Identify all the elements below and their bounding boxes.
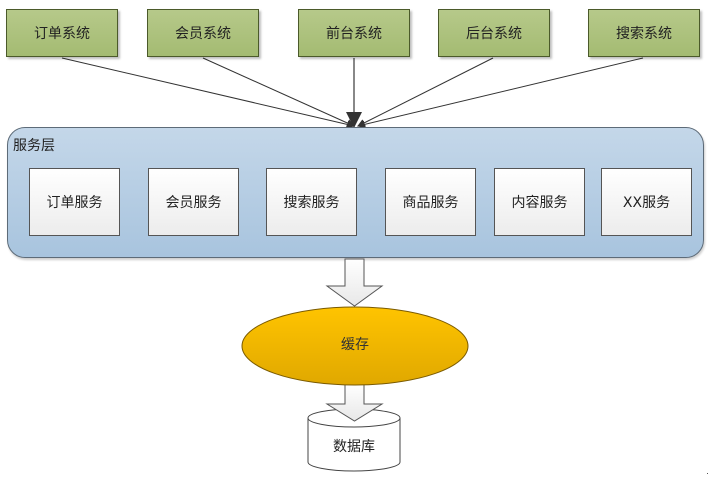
service-label: 搜索服务 (283, 195, 340, 211)
service-content: 内容服务 (494, 168, 585, 236)
service-member: 会员服务 (148, 168, 239, 236)
cache-label: 缓存 (341, 337, 369, 353)
system-frontend: 前台系统 (298, 9, 410, 57)
system-label: 前台系统 (326, 26, 382, 42)
service-label: 会员服务 (165, 195, 222, 211)
database-label: 数据库 (333, 439, 375, 455)
cache-shape (241, 306, 469, 386)
service-search: 搜索服务 (266, 168, 357, 236)
system-label: 会员系统 (175, 26, 231, 42)
connector-search-system (357, 57, 644, 129)
service-product: 商品服务 (385, 168, 476, 236)
service-label: 订单服务 (46, 195, 103, 211)
system-search: 搜索系统 (588, 9, 700, 57)
arrow-layer-to-cache (325, 258, 384, 307)
connector-member-system (202, 57, 355, 127)
system-backend: 后台系统 (438, 9, 550, 57)
service-layer-title: 服务层 (13, 138, 55, 154)
service-xx: XX服务 (601, 168, 692, 236)
arrow-cache-to-db (325, 383, 384, 422)
system-label: 订单系统 (34, 26, 90, 42)
service-label: 商品服务 (402, 195, 459, 211)
service-label: XX服务 (622, 195, 671, 211)
connector-order-system (61, 57, 355, 129)
service-label: 内容服务 (511, 195, 568, 211)
system-order: 订单系统 (6, 9, 118, 57)
system-member: 会员系统 (147, 9, 259, 57)
service-order: 订单服务 (29, 168, 120, 236)
system-label: 后台系统 (466, 26, 522, 42)
system-label: 搜索系统 (616, 26, 672, 42)
connector-backend-system (357, 57, 494, 127)
